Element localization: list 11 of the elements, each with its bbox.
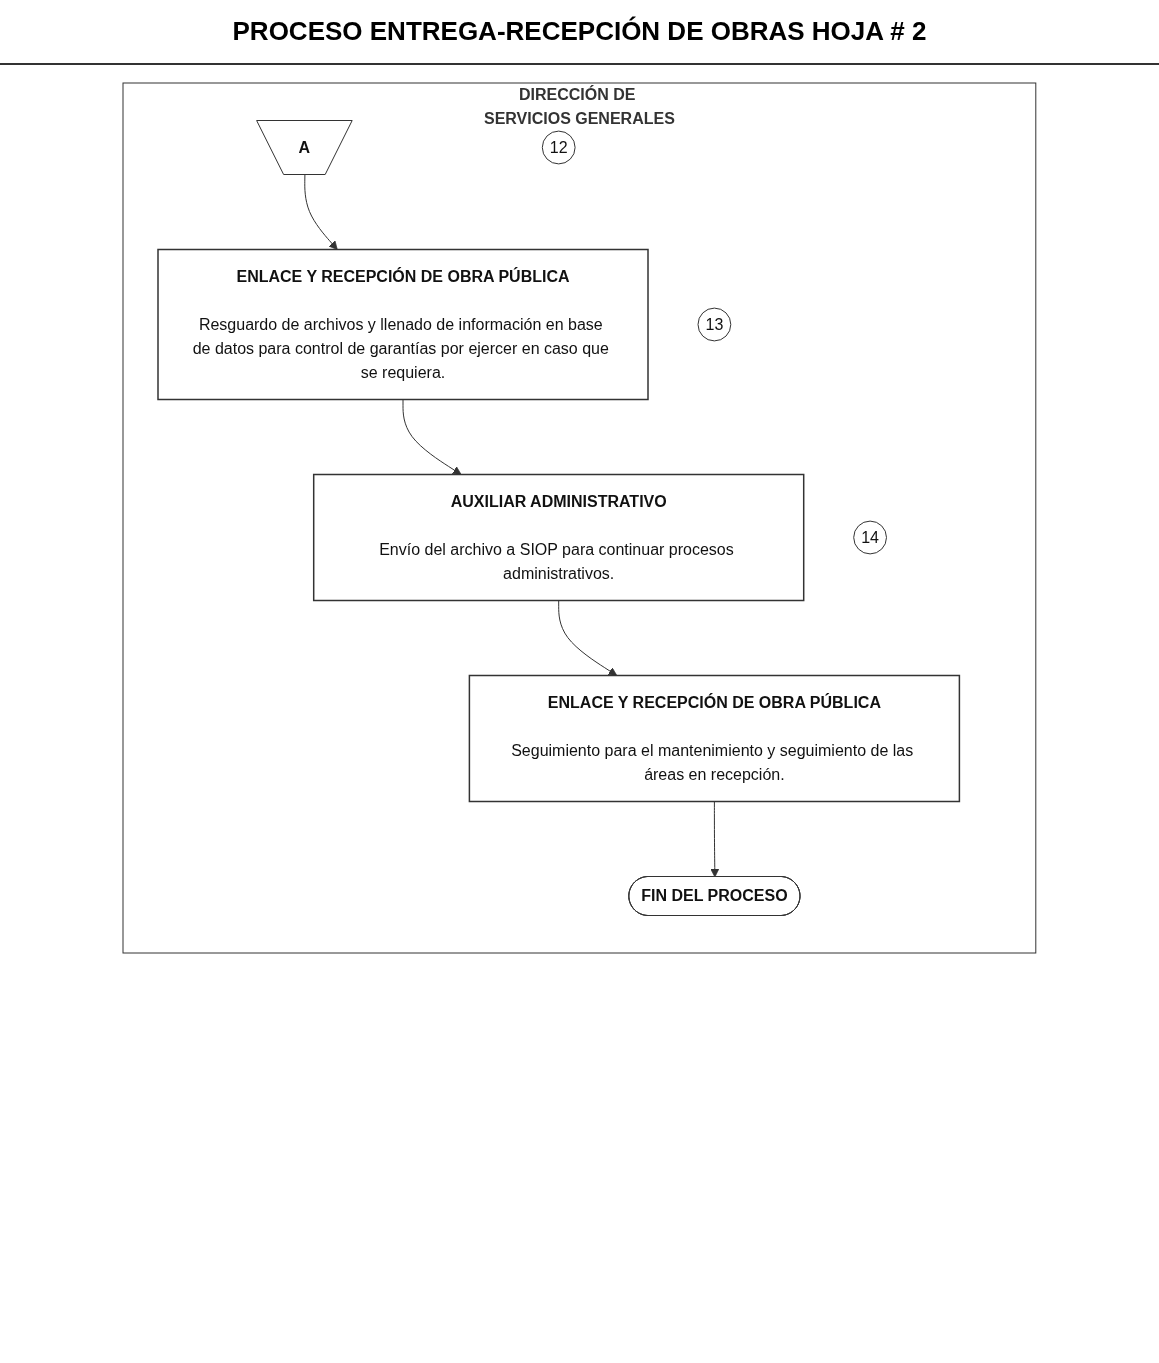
arrow: [304, 174, 338, 250]
arrow: [558, 600, 618, 676]
node-circle: 12: [541, 130, 576, 165]
node-box: ENLACE Y RECEPCIÓN DE OBRA PÚBLICA Seguimiento para el mantenimiento y seguimiento de las áreas en recepción.: [468, 674, 961, 803]
node-circle: 14: [853, 520, 888, 555]
node-box: ENLACE Y RECEPCIÓN DE OBRA PÚBLICA Resguardo de archivos y llenado de información en base de datos para control de garantías por ejercer en caso que se requiera.: [157, 248, 649, 401]
node-box: AUXILIAR ADMINISTRATIVO Envío del archivo a SIOP para continuar procesos administrativos.: [313, 473, 805, 602]
arrow: [402, 399, 462, 475]
arrow: [710, 801, 720, 878]
node-circle: 13: [697, 307, 732, 342]
diagram-title: PROCESO ENTREGA-RECEPCIÓN DE OBRAS HOJA # 2: [0, 0, 1159, 65]
